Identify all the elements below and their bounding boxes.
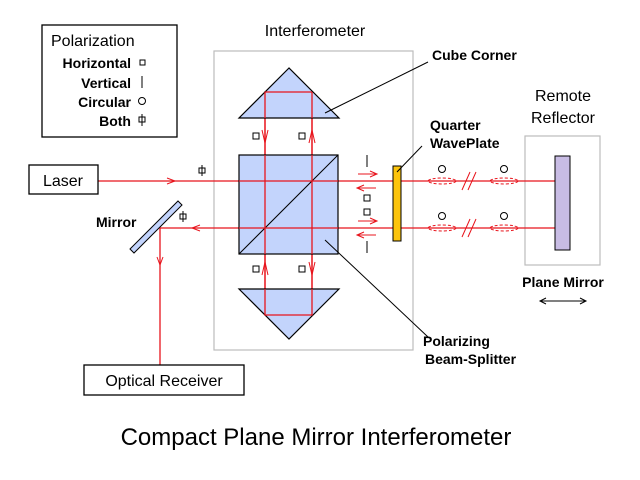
quarter-waveplate xyxy=(392,165,402,242)
top-cube-corner xyxy=(237,67,341,119)
legend-box xyxy=(41,24,178,138)
beam-splitter-leader xyxy=(324,239,429,338)
motion-arrow-icon xyxy=(538,297,588,305)
cube-corner-leader xyxy=(324,61,429,114)
polarizing-bs-label-line1: Polarizing xyxy=(423,333,490,349)
circular-marker xyxy=(438,212,446,220)
interferometer-enclosure xyxy=(213,50,414,351)
laser-label: Laser xyxy=(43,173,84,190)
plane-mirror xyxy=(554,155,571,251)
circular-polarization-icon xyxy=(138,97,146,105)
polarizing-bs-label-line2: Beam-Splitter xyxy=(425,351,517,367)
break-mark xyxy=(461,171,477,191)
legend-label-circular: Circular xyxy=(78,94,131,110)
horizontal-marker xyxy=(298,265,306,273)
horizontal-marker xyxy=(363,208,371,216)
quarter-waveplate-label-line2: WavePlate xyxy=(430,135,500,151)
horizontal-marker xyxy=(252,132,260,140)
polarization-legend: Polarization Horizontal Vertical Circula… xyxy=(41,24,178,138)
interferometer-label: Interferometer xyxy=(265,23,366,40)
horizontal-marker xyxy=(363,194,371,202)
remote-reflector-label-line2: Reflector xyxy=(531,110,596,127)
fold-mirror xyxy=(129,200,183,254)
horizontal-marker xyxy=(298,132,306,140)
circular-marker xyxy=(500,212,508,220)
remote-reflector-label-line1: Remote xyxy=(535,88,591,105)
beam-splitter-diagonal xyxy=(238,154,339,255)
horizontal-polarization-icon xyxy=(139,59,146,66)
circular-polarization-region xyxy=(427,165,519,238)
legend-heading: Polarization xyxy=(51,33,135,50)
both-polarization-icon xyxy=(138,114,146,126)
optical-receiver-label: Optical Receiver xyxy=(105,373,223,390)
legend-label-horizontal: Horizontal xyxy=(63,55,131,71)
optical-receiver-box: Optical Receiver xyxy=(83,364,245,396)
diagram-title: Compact Plane Mirror Interferometer xyxy=(121,424,512,451)
plane-mirror-label: Plane Mirror xyxy=(522,274,604,290)
both-polarization-marker xyxy=(198,165,206,176)
legend-label-both: Both xyxy=(99,113,131,129)
circular-marker xyxy=(500,165,508,173)
waveplate-leader xyxy=(396,145,423,173)
bottom-cube-corner xyxy=(237,288,341,340)
mirror-label: Mirror xyxy=(96,214,137,230)
horizontal-marker xyxy=(252,265,260,273)
both-polarization-marker xyxy=(179,211,187,222)
break-mark xyxy=(461,218,477,238)
cube-corner-label: Cube Corner xyxy=(432,47,517,63)
quarter-waveplate-label-line1: Quarter xyxy=(430,117,481,133)
remote-reflector-enclosure xyxy=(524,135,601,266)
circular-marker xyxy=(438,165,446,173)
laser-box: Laser xyxy=(28,164,99,195)
legend-label-vertical: Vertical xyxy=(81,75,131,91)
horizontal-beam-arrows xyxy=(355,170,379,239)
vertical-beam-arrows xyxy=(261,129,316,276)
